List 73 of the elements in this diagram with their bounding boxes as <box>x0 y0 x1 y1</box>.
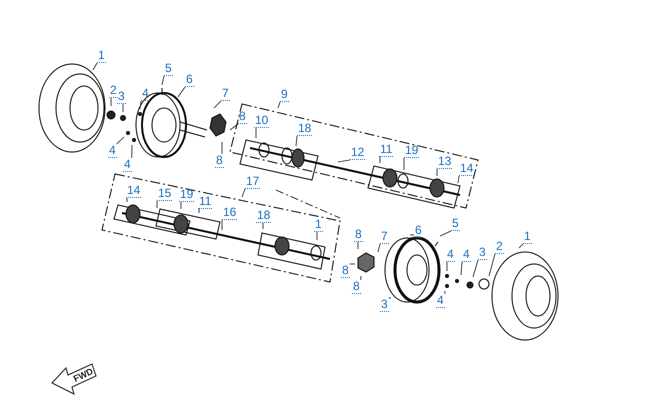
callout-number: 8 <box>341 264 350 278</box>
callout-number: 14 <box>126 184 142 198</box>
callout-number: 5 <box>164 62 173 76</box>
callout-number: 8 <box>354 228 363 242</box>
callout-number: 4 <box>141 87 150 101</box>
leader-line <box>472 260 478 278</box>
callout-number: 7 <box>380 230 389 244</box>
leader-line <box>440 230 452 236</box>
leader-line <box>518 244 524 248</box>
callout-number: 11 <box>379 143 394 157</box>
callout-number: 6 <box>414 224 423 238</box>
leader-line <box>230 124 238 130</box>
leader-line <box>156 200 158 208</box>
callout-number: 1 <box>523 230 532 244</box>
leader-line <box>126 198 128 202</box>
callout-number: 1 <box>97 49 106 63</box>
callout-number: 16 <box>222 206 238 220</box>
leader-line <box>444 290 446 294</box>
leader-line <box>198 208 200 214</box>
leader-line <box>360 276 362 280</box>
callout-number: 8 <box>352 280 361 294</box>
leader-line <box>338 160 350 162</box>
callout-number: 18 <box>256 209 272 223</box>
callout-number: 14 <box>459 162 474 176</box>
callout-number: 8 <box>215 154 224 168</box>
leader-line <box>296 136 298 146</box>
callout-number: 2 <box>495 240 504 254</box>
callout-number: 4 <box>123 158 132 172</box>
leader-line <box>410 234 414 236</box>
leader-line <box>316 232 318 240</box>
leader-line <box>178 86 186 98</box>
leader-line <box>110 98 112 106</box>
direction-label: FWD <box>72 366 95 384</box>
leader-line <box>460 262 462 276</box>
callout-number: 3 <box>117 90 126 104</box>
callout-number: 3 <box>380 298 389 312</box>
leader-line <box>162 76 164 86</box>
callout-number: 4 <box>462 248 471 262</box>
callout-number: 4 <box>108 144 117 158</box>
leader-line <box>214 100 222 108</box>
leader-line <box>242 188 246 198</box>
callout-number: 15 <box>157 187 172 201</box>
callout-number: 12 <box>350 146 366 160</box>
leader-line <box>378 244 380 252</box>
callout-number: 19 <box>404 144 420 158</box>
leader-line <box>180 202 182 210</box>
callout-number: 4 <box>436 294 445 308</box>
leader-line <box>446 262 448 272</box>
leader-line <box>92 62 98 70</box>
callout-number: 5 <box>451 217 460 231</box>
leader-line <box>122 104 124 112</box>
callout-number: 17 <box>245 175 260 189</box>
callout-number: 18 <box>297 122 312 136</box>
leader-line <box>488 254 496 276</box>
callout-number: 1 <box>314 218 323 232</box>
callout-number: 8 <box>238 110 247 124</box>
callout-number: 10 <box>254 114 270 128</box>
callout-number: 11 <box>198 195 212 209</box>
callout-number: 13 <box>437 155 452 169</box>
callout-number: 3 <box>478 246 487 260</box>
leader-line <box>278 102 280 108</box>
leader-line <box>116 136 124 144</box>
callout-number: 2 <box>109 84 118 98</box>
leader-line <box>458 176 460 184</box>
leader-line <box>436 168 438 176</box>
leader-line <box>262 222 264 230</box>
callout-number: 4 <box>446 248 455 262</box>
leader-line <box>140 100 142 110</box>
callout-number: 19 <box>179 188 194 202</box>
callout-number: 9 <box>280 88 289 102</box>
leader-line <box>131 144 132 158</box>
callout-number: 6 <box>185 73 194 87</box>
callout-number: 7 <box>221 87 230 101</box>
